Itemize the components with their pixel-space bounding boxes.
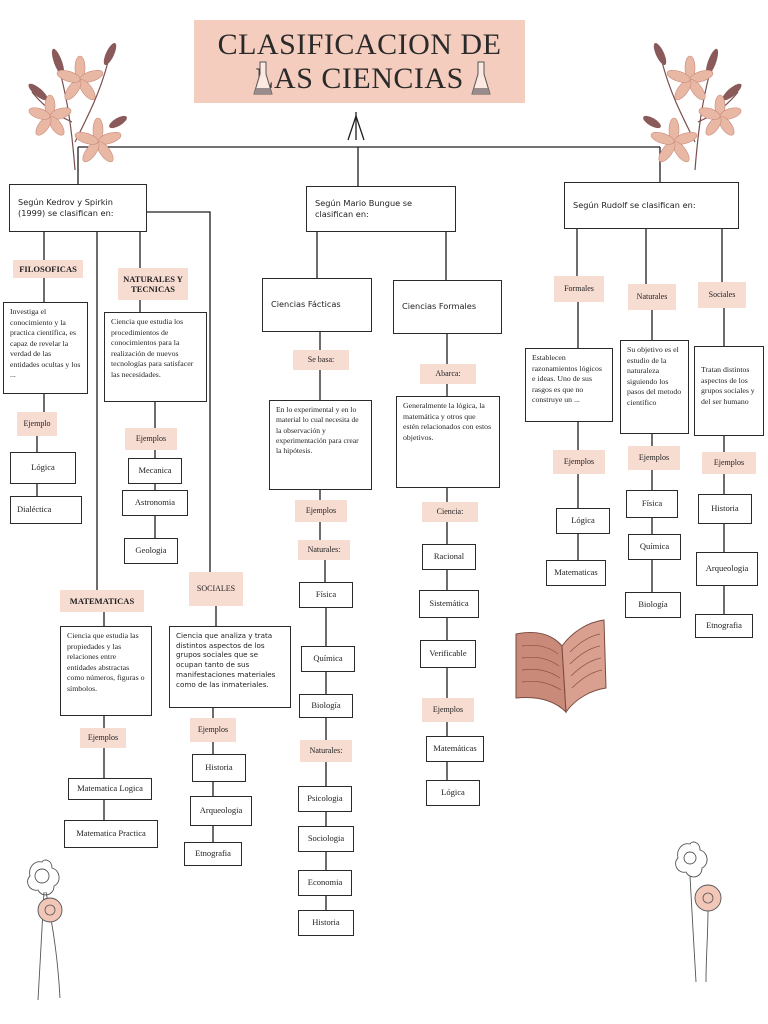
tag-naturales-2: Naturales:	[300, 740, 352, 762]
item-fisica: Física	[299, 582, 353, 608]
tag-sociales-ejemplos: Ejemplos	[190, 718, 236, 742]
tag-naturales-ejemplos: Ejemplos	[125, 428, 177, 450]
item-matematica-practica: Matematica Practica	[64, 820, 158, 848]
item-logica-right: Lógica	[556, 508, 610, 534]
flower-bouquet-icon	[643, 42, 742, 171]
item-psicologia: Psicologia	[298, 786, 352, 812]
item-biologia: Biología	[299, 694, 353, 718]
center-header-text: Según Mario Bungue se clasifican en:	[315, 197, 413, 219]
ciencias-facticas-box: Ciencias Fácticas	[262, 278, 372, 332]
item-mecanica: Mecanica	[128, 458, 182, 484]
item-arqueologia: Arqueologia	[190, 796, 252, 826]
desc-formales: Generalmente la lógica, la matemática y …	[396, 396, 500, 488]
tag-abarca: Abarca:	[420, 364, 476, 384]
item-arqueologia-right: Arqueologia	[696, 552, 758, 586]
tag-naturales-1: Naturales:	[298, 540, 350, 560]
tag-naturales-right: Naturales	[628, 284, 676, 310]
tag-naturales-tecnicas: NATURALES Y TECNICAS	[118, 268, 188, 300]
desc-formales-right: Establecen razonamientos lógicos e ideas…	[525, 348, 613, 422]
left-header-text: Según Kedrov y Spirkin (1999) se clasifi…	[18, 196, 114, 218]
item-economia: Economia	[298, 870, 352, 896]
item-biologia-right: Biología	[625, 592, 681, 618]
item-matematicas-center: Matemáticas	[426, 736, 484, 762]
tag-ciencia: Ciencia:	[422, 502, 478, 522]
item-etnografia: Etnografia	[184, 842, 242, 866]
title-banner: CLASIFICACION DE LAS CIENCIAS	[194, 20, 525, 103]
tag-sociales-right-ejemplos: Ejemplos	[702, 452, 756, 474]
desc-matematicas: Ciencia que estudia las propiedades y la…	[60, 626, 152, 716]
item-matematicas-right: Matematicas	[546, 560, 606, 586]
item-historia-right: Historia	[698, 494, 752, 524]
flower-bouquet-icon	[28, 42, 127, 171]
open-book-icon	[515, 619, 607, 714]
item-logica: Lógica	[10, 452, 76, 484]
item-dialectica: Dialéctica	[10, 496, 82, 524]
item-sociologia: Sociologia	[298, 826, 354, 852]
line-flower-icon	[27, 859, 63, 1001]
item-verificable: Verificable	[420, 640, 476, 668]
tag-formales-right: Formales	[554, 276, 604, 302]
item-astronomia: Astronomia	[122, 490, 188, 516]
tag-filosoficas-ejemplo: Ejemplo	[17, 412, 57, 436]
center-header-box: Según Mario Bungue se clasifican en:	[306, 186, 456, 232]
item-racional: Racional	[422, 544, 476, 570]
item-logica-center: Lógica	[426, 780, 480, 806]
flask-icon	[253, 61, 273, 95]
right-header-text: Según Rudolf se clasifican en:	[573, 199, 696, 210]
item-matematica-logica: Matematica Logica	[68, 778, 152, 800]
desc-naturales-tecnicas: Ciencia que estudia los procedimientos d…	[104, 312, 207, 402]
desc-filosoficas: Investiga el conocimiento y la practica …	[3, 302, 88, 394]
left-header-box: Según Kedrov y Spirkin (1999) se clasifi…	[9, 184, 147, 232]
ciencias-formales-box: Ciencias Formales	[393, 280, 502, 334]
item-quimica-right: Química	[628, 534, 681, 560]
tag-matematicas: MATEMATICAS	[60, 590, 144, 612]
desc-facticas: En lo experimental y en lo material lo c…	[269, 400, 372, 490]
tag-formales-ejemplos: Ejemplos	[422, 698, 474, 722]
tag-formales-right-ejemplos: Ejemplos	[553, 450, 605, 474]
item-historia-center: Historia	[298, 910, 354, 936]
tag-naturales-right-ejemplos: Ejemplos	[628, 446, 680, 470]
item-sistematica: Sistemática	[419, 590, 479, 618]
desc-sociales-right: Tratan distintos aspectos de los grupos …	[694, 346, 764, 436]
item-fisica-right: Física	[626, 490, 678, 518]
tag-sociales: SOCIALES	[189, 572, 243, 606]
tag-matematicas-ejemplos: Ejemplos	[80, 728, 126, 748]
tag-se-basa: Se basa:	[293, 350, 349, 370]
item-etnografia-right: Etnografia	[695, 614, 753, 638]
page-title: CLASIFICACION DE LAS CIENCIAS	[217, 27, 502, 95]
right-header-box: Según Rudolf se clasifican en:	[564, 182, 739, 229]
tag-sociales-right: Sociales	[698, 282, 746, 308]
item-historia: Historia	[192, 754, 246, 782]
tag-filosoficas: FILOSOFICAS	[13, 260, 83, 278]
desc-naturales-right: Su objetivo es el estudio de la naturale…	[620, 340, 689, 434]
item-quimica: Química	[301, 646, 355, 672]
line-flower-icon	[675, 841, 722, 983]
item-geologia: Geologia	[124, 538, 178, 564]
tag-facticas-ejemplos: Ejemplos	[295, 500, 347, 522]
desc-sociales: Ciencia que analiza y trata distintos as…	[169, 626, 291, 708]
flask-icon	[471, 61, 491, 95]
